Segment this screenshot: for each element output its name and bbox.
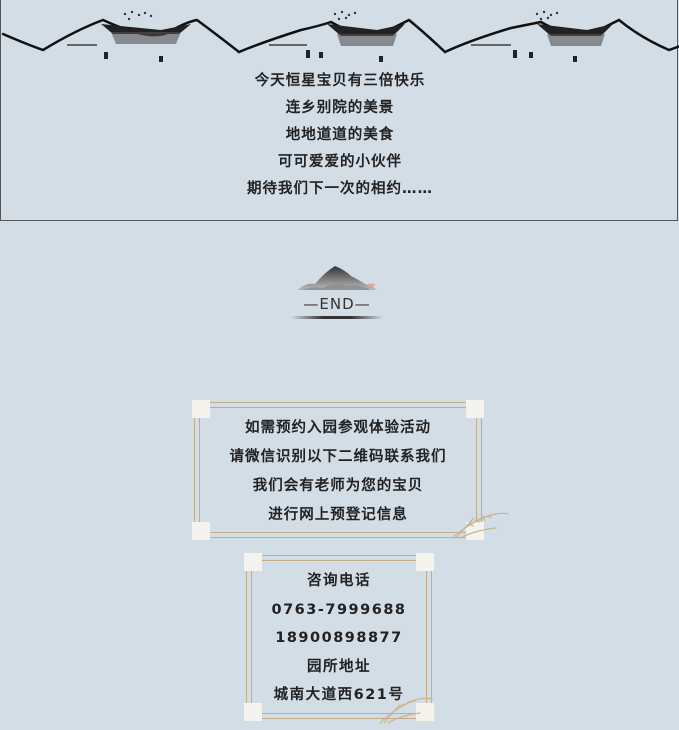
ink-mountain-icon xyxy=(297,266,377,290)
booking-line: 我们会有老师为您的宝贝 xyxy=(252,478,424,494)
phone-number-landline[interactable]: 0763-7999688 xyxy=(271,601,407,618)
top-panel: 今天恒星宝贝有三倍快乐 连乡别院的美景 地地道道的美食 可可爱爱的小伙伴 期待我… xyxy=(0,0,679,221)
booking-line: 进行网上预登记信息 xyxy=(268,507,408,523)
phone-number-mobile[interactable]: 18900898877 xyxy=(275,630,403,646)
top-message-line: 期待我们下一次的相约…… xyxy=(247,181,433,197)
end-divider: —END— xyxy=(282,262,392,334)
booking-text: 如需预约入园参观体验活动 请微信识别以下二维码联系我们 我们会有老师为您的宝贝 … xyxy=(194,402,482,530)
frame-outer-border xyxy=(246,555,432,719)
roof-left-fill xyxy=(101,24,191,34)
top-message-line: 连乡别院的美景 xyxy=(285,100,395,116)
ink-rooftops-decoration xyxy=(1,10,679,62)
birds xyxy=(123,10,559,21)
address-value: 城南大道西621号 xyxy=(273,687,405,703)
frame-inner-border xyxy=(199,407,477,533)
address-label: 园所地址 xyxy=(307,658,371,675)
top-message-line: 可可爱爱的小伙伴 xyxy=(278,154,402,170)
corner-ornament xyxy=(466,522,484,540)
contact-info-frame: 咨询电话 0763-7999688 18900898877 园所地址 城南大道西… xyxy=(244,553,434,724)
corner-ornament xyxy=(192,522,210,540)
corner-ornament xyxy=(244,553,262,571)
top-message-line: 今天恒星宝贝有三倍快乐 xyxy=(254,73,426,89)
corner-ornament xyxy=(192,400,210,418)
corner-ornament xyxy=(416,703,434,721)
end-label: —END— xyxy=(303,295,371,313)
booking-line: 如需预约入园参观体验活动 xyxy=(245,420,431,436)
reed-grass-decoration xyxy=(379,697,433,724)
booking-line: 请微信识别以下二维码联系我们 xyxy=(229,449,447,465)
reed-grass-decoration xyxy=(451,512,509,539)
corner-ornament xyxy=(466,400,484,418)
booking-info-frame: 如需预约入园参观体验活动 请微信识别以下二维码联系我们 我们会有老师为您的宝贝 … xyxy=(192,400,509,540)
corner-ornament xyxy=(244,703,262,721)
phone-label: 咨询电话 xyxy=(307,573,371,589)
top-message-line: 地地道道的美食 xyxy=(285,127,395,143)
frame-outer-border xyxy=(194,402,482,538)
end-underline xyxy=(291,316,383,319)
frame-inner-border xyxy=(251,560,427,714)
corner-ornament xyxy=(416,553,434,571)
contact-text: 咨询电话 0763-7999688 18900898877 园所地址 城南大道西… xyxy=(246,555,432,710)
top-message: 今天恒星宝贝有三倍快乐 连乡别院的美景 地地道道的美食 可可爱爱的小伙伴 期待我… xyxy=(1,68,679,203)
